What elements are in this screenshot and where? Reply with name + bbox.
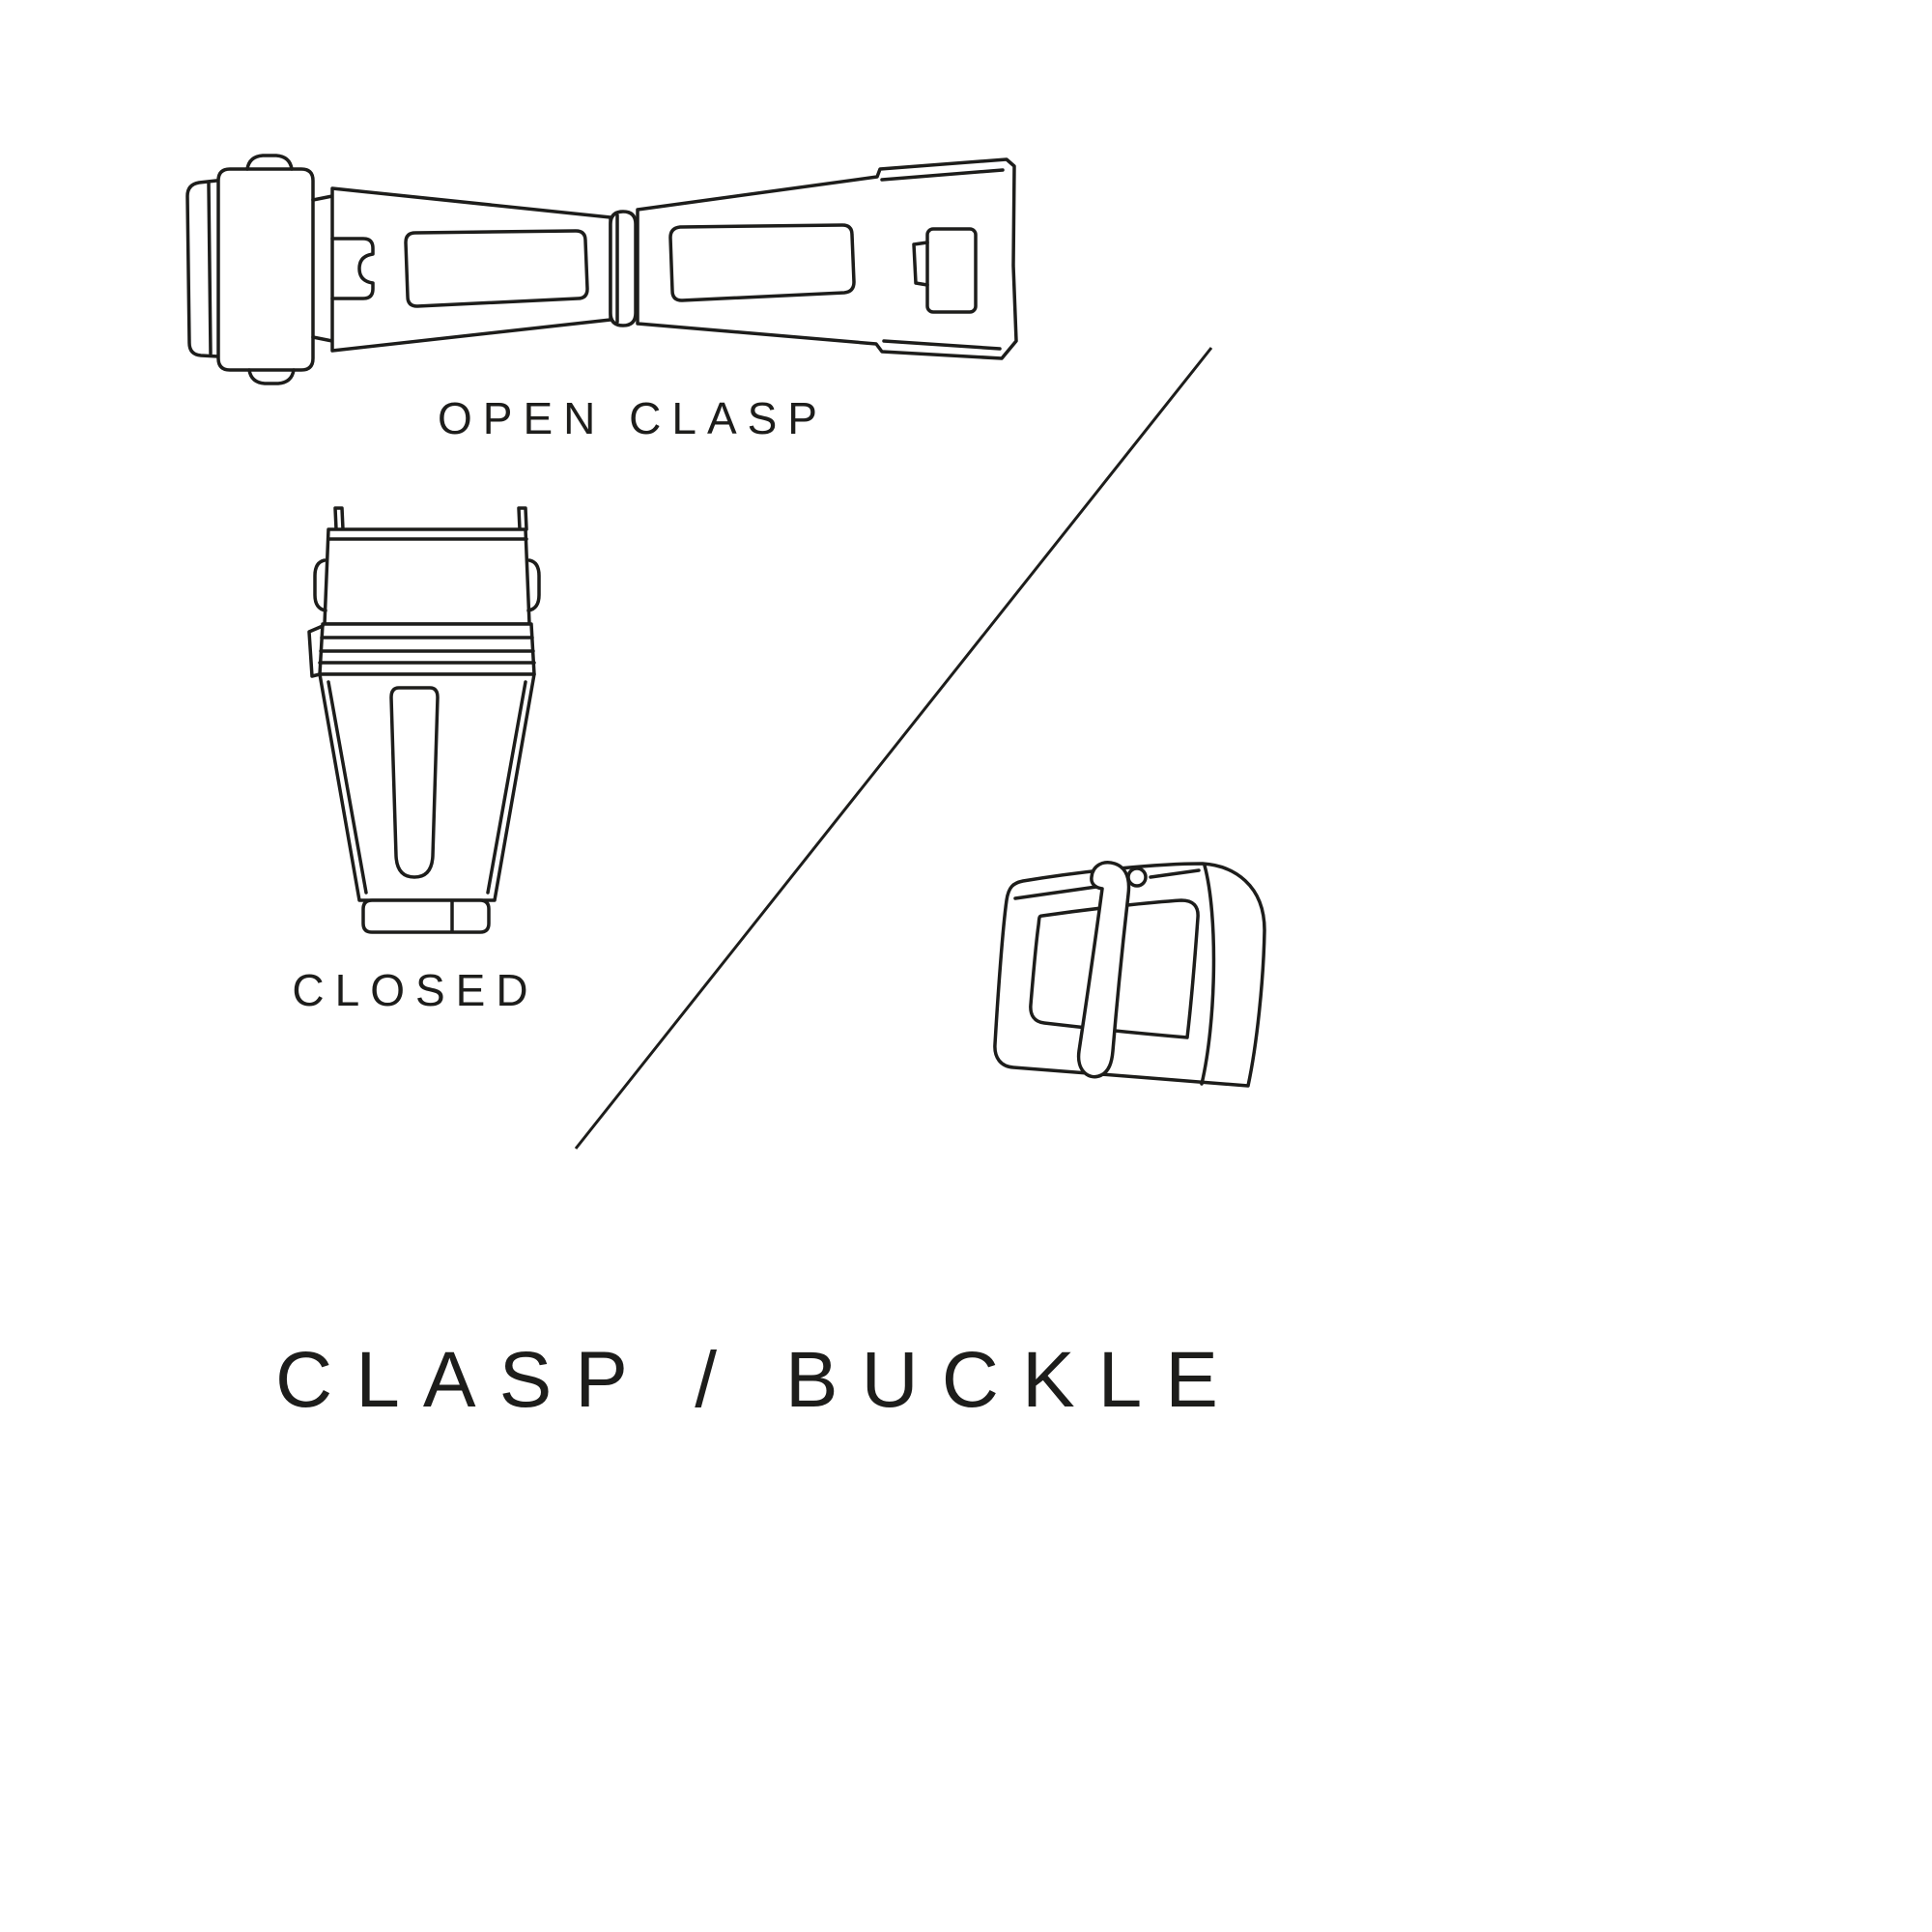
buckle-illustration xyxy=(993,861,1266,1088)
open-clasp-right-arm xyxy=(636,157,1018,360)
closed-clasp-label: CLOSED xyxy=(292,965,539,1015)
closed-clasp-bands xyxy=(307,622,536,678)
buckle-tongue xyxy=(1076,861,1148,1079)
closed-clasp-bottom-bar xyxy=(361,898,491,934)
divider-line xyxy=(574,347,1213,1150)
buckle-pin-axle xyxy=(1013,868,1201,900)
buckle-frame xyxy=(993,862,1266,1088)
closed-clasp-top-box xyxy=(313,527,541,626)
closed-clasp-body xyxy=(318,672,536,902)
open-clasp-label: OPEN CLASP xyxy=(438,393,828,443)
closed-clasp-prongs xyxy=(333,506,528,531)
closed-clasp-illustration xyxy=(307,506,541,934)
open-clasp-left-end-link xyxy=(185,154,315,385)
diagram-title: CLASP / BUCKLE xyxy=(275,1336,1241,1424)
open-clasp-hinge xyxy=(609,210,638,327)
open-clasp-left-arm xyxy=(311,186,612,353)
open-clasp-illustration xyxy=(185,154,1018,385)
